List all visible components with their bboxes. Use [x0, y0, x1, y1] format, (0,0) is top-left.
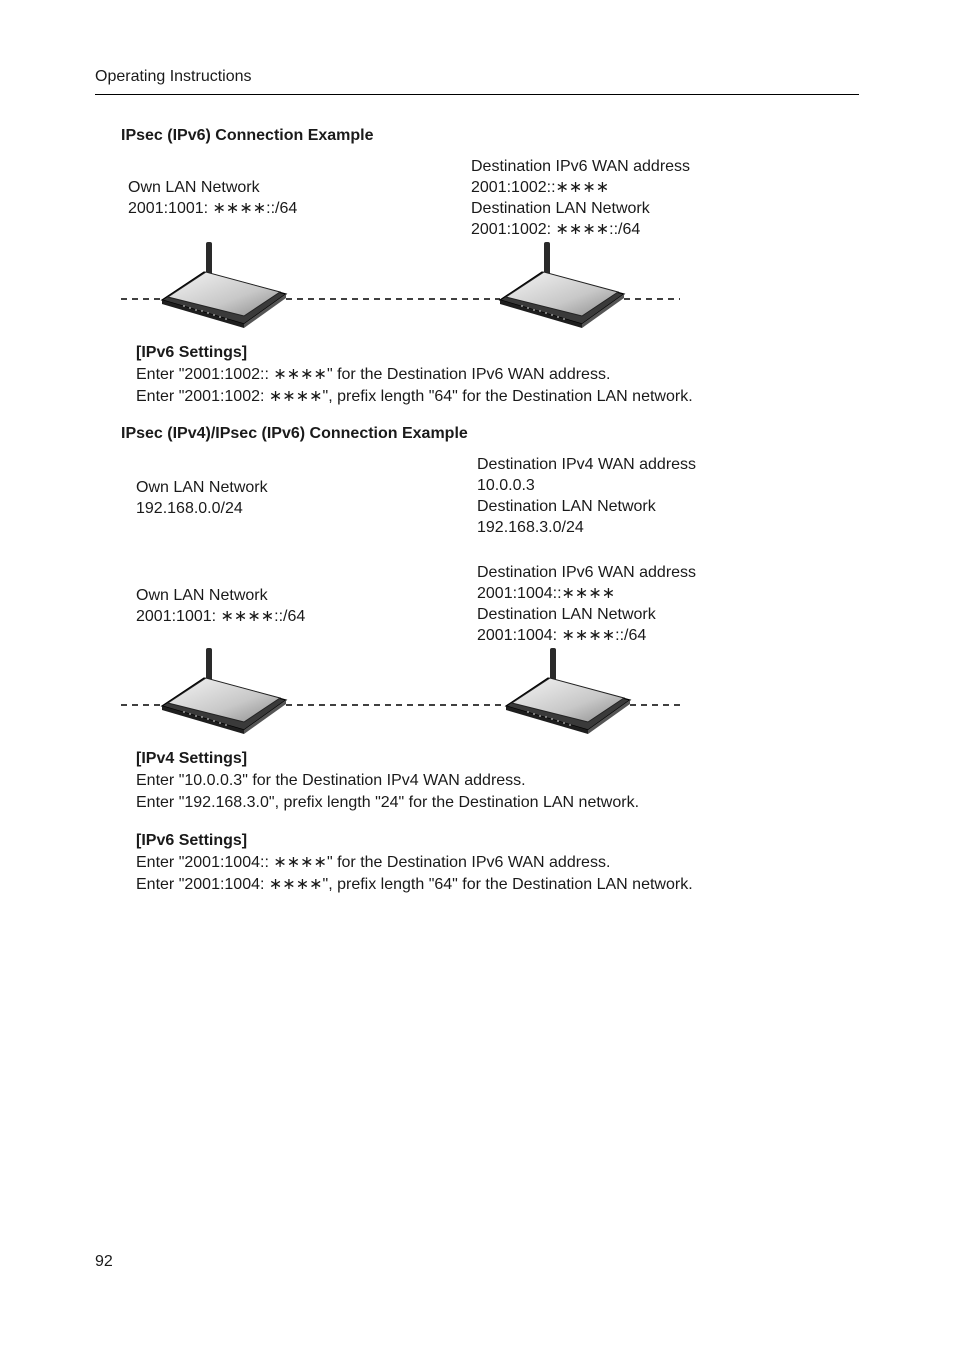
destination-info: Destination IPv6 WAN address 2001:1002::… — [471, 156, 690, 240]
router-icon — [161, 241, 287, 329]
settings-line: Enter "192.168.3.0", prefix length "24" … — [136, 794, 640, 811]
dest-lan-address: 192.168.3.0/24 — [477, 519, 584, 536]
dest-lan-title: Destination LAN Network — [471, 200, 650, 217]
dest-lan-address: 2001:1002: ∗∗∗∗::/64 — [471, 221, 641, 238]
settings-line: Enter "10.0.0.3" for the Destination IPv… — [136, 772, 526, 789]
router-icon — [505, 647, 631, 735]
ipv6-settings-block-2: [IPv6 Settings] Enter "2001:1004:: ∗∗∗∗"… — [136, 830, 693, 896]
own-lan-ipv6-label: Own LAN Network 2001:1001: ∗∗∗∗::/64 — [136, 585, 305, 627]
page-number: 92 — [95, 1253, 113, 1270]
own-lan-title: Own LAN Network — [136, 479, 268, 496]
header-rule — [95, 94, 859, 95]
destination-ipv6-info: Destination IPv6 WAN address 2001:1004::… — [477, 562, 696, 646]
router-icon — [161, 647, 287, 735]
settings-line: Enter "2001:1004: ∗∗∗∗", prefix length "… — [136, 876, 693, 893]
dest-lan-title: Destination LAN Network — [477, 606, 656, 623]
dest-wan-address: 2001:1004::∗∗∗∗ — [477, 585, 616, 602]
own-lan-ipv4-label: Own LAN Network 192.168.0.0/24 — [136, 477, 268, 519]
own-lan-title: Own LAN Network — [136, 587, 268, 604]
section-heading-ipv6: IPsec (IPv6) Connection Example — [121, 127, 374, 144]
ipv4-settings-block: [IPv4 Settings] Enter "10.0.0.3" for the… — [136, 748, 639, 814]
dest-lan-address: 2001:1004: ∗∗∗∗::/64 — [477, 627, 647, 644]
settings-title: [IPv6 Settings] — [136, 344, 248, 361]
dest-wan-title: Destination IPv6 WAN address — [471, 158, 691, 175]
own-lan-address: 2001:1001: ∗∗∗∗::/64 — [128, 200, 298, 217]
destination-ipv4-info: Destination IPv4 WAN address 10.0.0.3 De… — [477, 454, 696, 538]
settings-line: Enter "2001:1002: ∗∗∗∗", prefix length "… — [136, 388, 693, 405]
dest-wan-address: 2001:1002::∗∗∗∗ — [471, 179, 610, 196]
dest-wan-title: Destination IPv6 WAN address — [477, 564, 697, 581]
dest-wan-address: 10.0.0.3 — [477, 477, 535, 494]
own-lan-address: 2001:1001: ∗∗∗∗::/64 — [136, 608, 306, 625]
own-lan-title: Own LAN Network — [128, 179, 260, 196]
section-heading-ipv4-ipv6: IPsec (IPv4)/IPsec (IPv6) Connection Exa… — [121, 425, 468, 442]
own-lan-address: 192.168.0.0/24 — [136, 500, 243, 517]
settings-title: [IPv6 Settings] — [136, 832, 248, 849]
dest-lan-title: Destination LAN Network — [477, 498, 656, 515]
settings-line: Enter "2001:1004:: ∗∗∗∗" for the Destina… — [136, 854, 611, 871]
own-lan-label: Own LAN Network 2001:1001: ∗∗∗∗::/64 — [128, 177, 297, 219]
router-icon — [499, 241, 625, 329]
page-header: Operating Instructions — [95, 68, 252, 85]
settings-title: [IPv4 Settings] — [136, 750, 248, 767]
dest-wan-title: Destination IPv4 WAN address — [477, 456, 697, 473]
settings-line: Enter "2001:1002:: ∗∗∗∗" for the Destina… — [136, 366, 611, 383]
ipv6-settings-block: [IPv6 Settings] Enter "2001:1002:: ∗∗∗∗"… — [136, 342, 693, 408]
